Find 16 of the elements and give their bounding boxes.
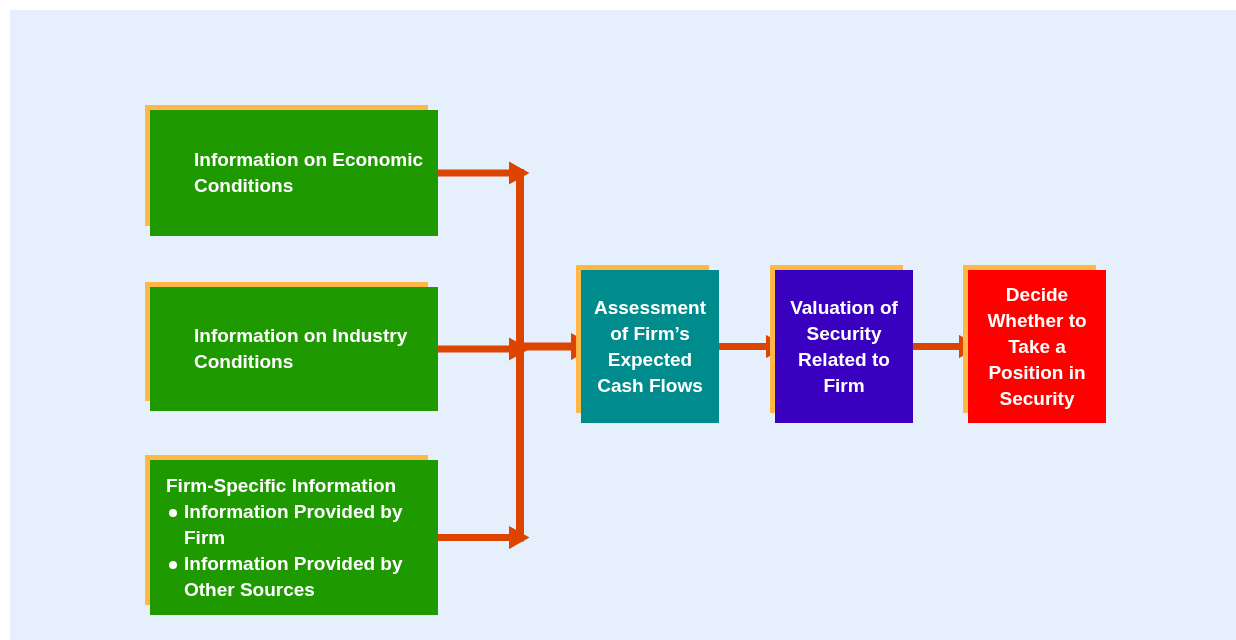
box-text: Decide Whether to Take a Position in Security: [986, 282, 1088, 411]
box-text: Information on Industry Conditions: [194, 324, 409, 374]
process-box: [968, 270, 1106, 423]
arrow: [438, 161, 530, 185]
process-box: [775, 270, 913, 423]
box-heading: Firm-Specific Information: [166, 473, 398, 498]
box-text: Assessment of Firm’s Expected Cash Flows: [593, 295, 707, 398]
process-box: [150, 287, 438, 411]
box-text: Valuation of Security Related to Firm: [789, 295, 899, 398]
process-box: [581, 270, 719, 423]
arrow: [438, 525, 530, 550]
box-text: Information on Economic Conditions: [194, 148, 425, 198]
box-text: Information Provided by Other Sources: [184, 551, 404, 602]
process-box: [150, 110, 438, 236]
box-text: Information Provided by Firm: [184, 499, 404, 550]
process-box: [150, 460, 438, 615]
